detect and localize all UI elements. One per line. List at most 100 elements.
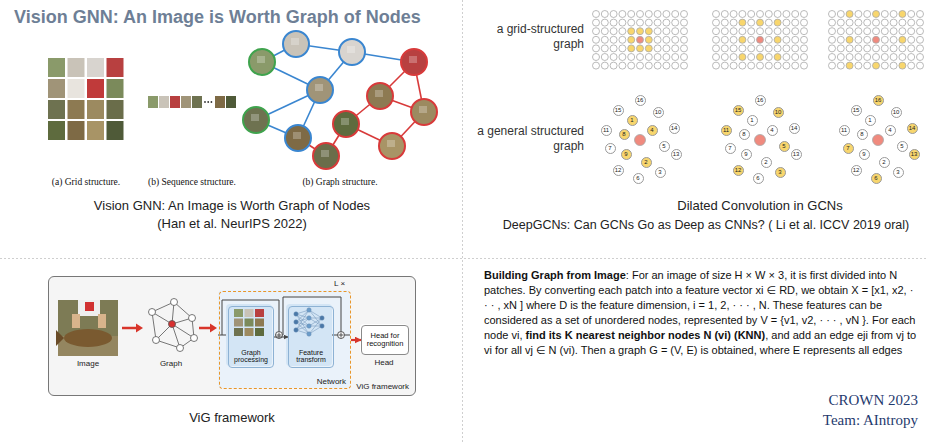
grid-node [637,45,644,52]
patch-node [313,143,339,169]
ellipsis-dot [207,101,209,103]
grid-node [713,28,720,35]
grid-node [837,11,844,18]
feature-transform-icon [294,328,298,332]
graph-node: 3 [655,167,666,178]
grid-node [873,19,880,26]
patch-detail [291,38,299,45]
node-text: Graph processing [230,349,272,364]
graph-processing-icon [234,309,264,336]
image-patch [87,79,104,98]
grid-node [748,19,755,26]
grid-node [593,19,600,26]
vig-figure [48,276,416,396]
grid-node [645,28,652,35]
vig-figure [218,290,350,388]
grid-node [713,11,720,18]
grid-node [619,45,626,52]
grid-node [628,28,635,35]
grid-node [637,28,644,35]
graph-node: 9 [621,149,632,160]
patch-node [307,77,333,103]
grid-node [730,45,737,52]
grid-node [890,54,897,61]
team-mark: Team: AIntropy [823,412,918,429]
grid-node [730,28,737,35]
grid-node [837,36,844,43]
grid-node [783,62,790,69]
grid-node [672,36,679,43]
grid-node [610,28,617,35]
image-patch [48,58,65,77]
node-text: 13 [911,151,918,157]
grid-node [713,62,720,69]
node-text: 14 [791,125,798,131]
grid-node [593,45,600,52]
graph-icon [149,299,198,352]
node-text: 9 [862,151,865,157]
grid-node [801,36,808,43]
grid-node [619,36,626,43]
grid-node [765,45,772,52]
grid-node [628,11,635,18]
grid-node [739,28,746,35]
figure-caption: (b) Sequence structure. [148,177,236,187]
graph-processing-icon [245,319,254,327]
graph-node: 5 [779,141,790,152]
patch-detail [251,114,259,121]
image-patch [107,58,124,77]
grid-node [593,11,600,18]
grid-node [917,28,924,35]
text-paragraph: Building Graph from Image: For an image … [484,268,920,358]
grid-node [837,62,844,69]
grid-node [774,28,781,35]
ellipsis-dot [211,101,213,103]
grid-node [846,45,853,52]
graph-node: 5 [659,141,670,152]
image-patch [107,121,124,140]
grid-node [829,45,836,52]
graph-node: 11 [839,125,850,136]
patch-node [285,125,311,151]
grid-node [748,36,755,43]
process-box: Graph processing [228,306,274,368]
node-text: 10 [775,109,782,115]
graph-node: 14 [907,123,918,134]
node-text: 15 [853,107,860,113]
grid-node [890,36,897,43]
patch-detail [419,106,427,113]
grid-node [757,28,764,35]
grid-node [713,45,720,52]
input-photo [64,329,112,347]
graph-node: 6 [871,173,882,184]
network-box: NetworkGraph processingFeature transform [219,291,351,389]
patch-detail [321,150,329,157]
node-text: 12 [615,167,622,173]
graph-icon [177,345,184,352]
image-patch [87,58,104,77]
grid-node [672,19,679,26]
graph-node: 8 [619,129,630,140]
grid-node [881,54,888,61]
image-patch [48,58,124,140]
grid-node [837,45,844,52]
grid-node [601,62,608,69]
image-patch [68,121,85,140]
slide-title: Vision GNN: An Image is Worth Graph of N… [14,7,421,28]
grid-node [801,45,808,52]
feature-transform-icon [296,318,309,330]
divider-line [0,258,928,259]
node-text: 2 [644,159,647,165]
grid-node [628,45,635,52]
graph-node: 2 [641,157,652,168]
patch-detail [409,56,417,63]
grid-node [637,36,644,43]
patch-detail [341,118,349,125]
graph-node: 2 [761,157,772,168]
graph-processing-icon [234,319,243,327]
grid-node [846,36,853,43]
paragraph-text: Building Graph from Image [484,269,626,281]
patch-node [339,39,365,65]
graph-node: 7 [605,143,616,154]
